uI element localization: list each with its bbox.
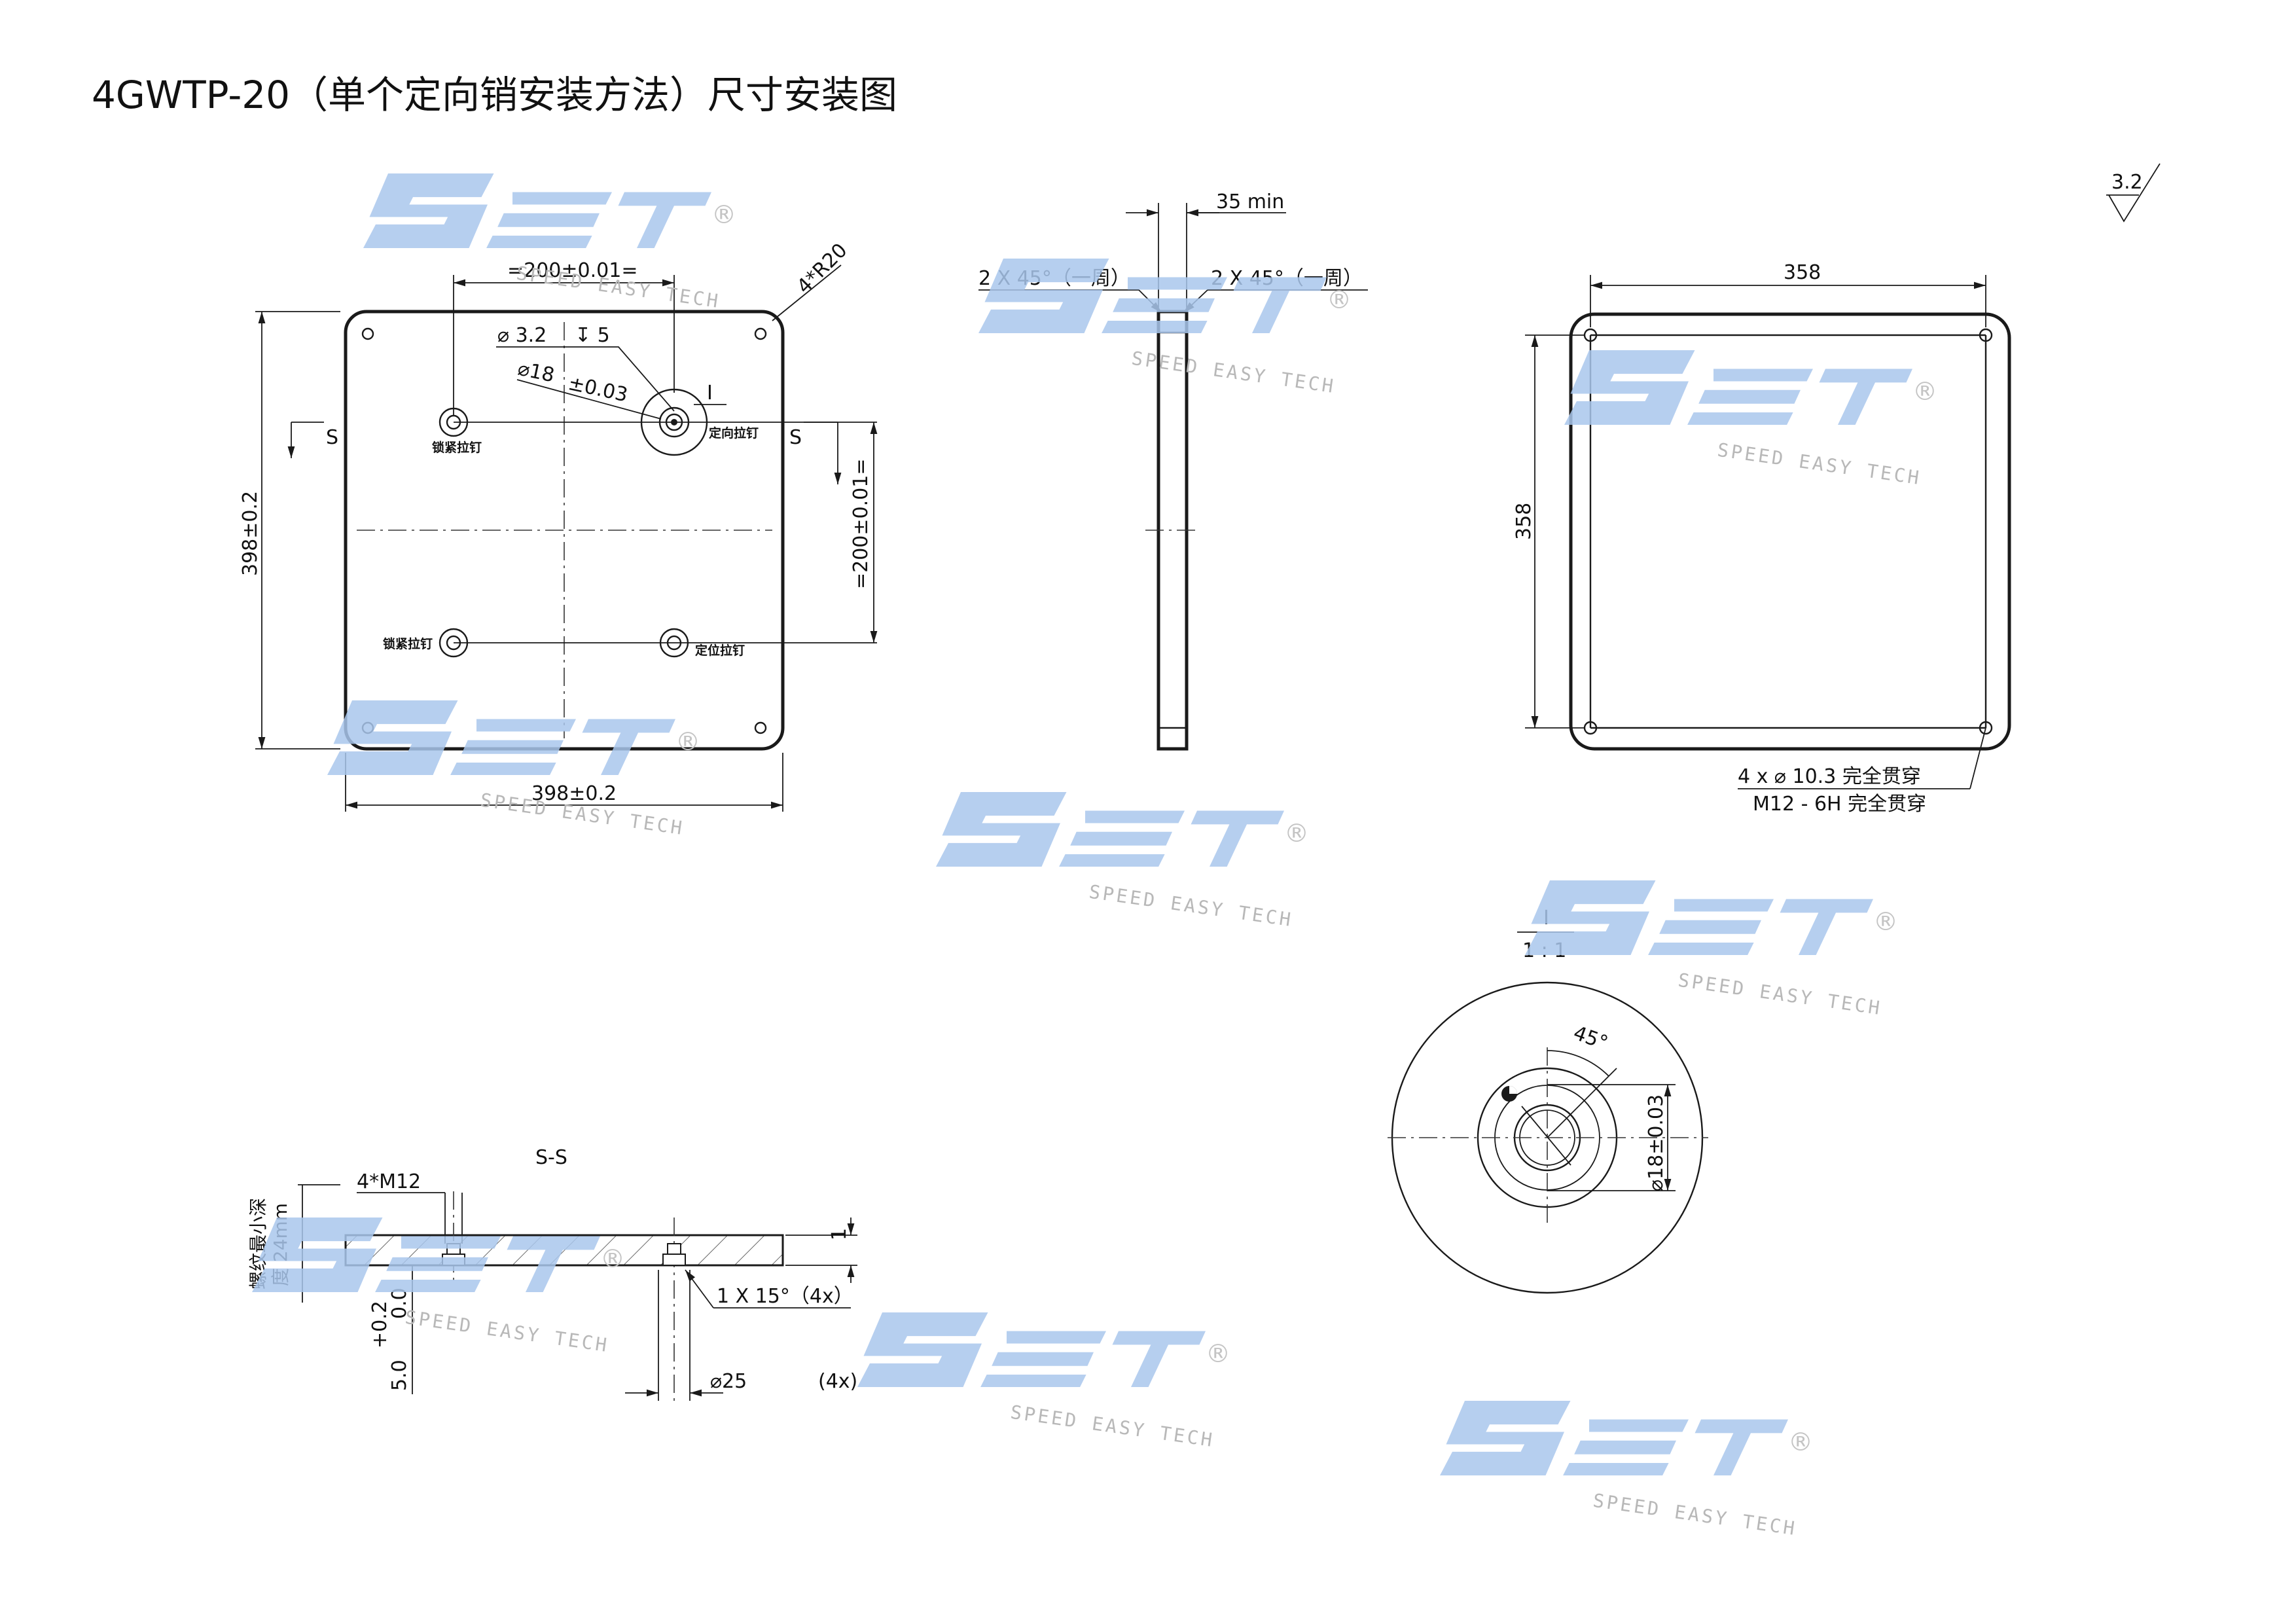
watermark-text: SPEED EASY TECH [1716, 439, 1923, 489]
watermark-reg: ® [675, 727, 700, 756]
watermark-text: SPEED EASY TECH [1009, 1401, 1216, 1451]
watermark-text: SPEED EASY TECH [1130, 348, 1337, 397]
front-spacing-y: =200±0.01= [850, 459, 872, 589]
front-width: 398±0.2 [531, 782, 617, 805]
thread-size: 4*M12 [357, 1170, 421, 1193]
section-chamfer: 1 X 15°（4x） [717, 1285, 853, 1308]
watermark-reg: ® [1284, 819, 1309, 848]
watermark-reg: ® [711, 200, 736, 229]
counterbore-dia: ⌀25 [710, 1370, 747, 1393]
min-thickness: 35 min [1216, 190, 1284, 213]
watermark-9: SPEED EASY TECH ® [1440, 1401, 1813, 1540]
watermark-8: SPEED EASY TECH ® [857, 1312, 1230, 1451]
watermark-2: SPEED EASY TECH ® [978, 259, 1352, 397]
watermark-text: SPEED EASY TECH [1592, 1490, 1799, 1540]
front-plate-outline [344, 310, 785, 751]
front-spacing-x: =200±0.01= [507, 259, 637, 282]
watermark-1: SPEED EASY TECH ® [363, 173, 736, 312]
watermark-6: SPEED EASY TECH ® [1525, 880, 1898, 1019]
detail-mark: I [707, 382, 713, 405]
watermark-text: SPEED EASY TECH [404, 1307, 611, 1356]
counterbore-count: (4x) [818, 1370, 857, 1393]
lock-pin-label-top: 锁紧拉钉 [432, 440, 482, 455]
detail-angle: 45° [1570, 1022, 1611, 1055]
section-mark-left: S [326, 426, 338, 449]
hole-note-1: 4 x ⌀ 10.3 完全贯穿 [1738, 765, 1921, 788]
drawing-title: 4GWTP-20（单个定向销安装方法）尺寸安装图 [92, 73, 897, 117]
watermark-4: SPEED EASY TECH ® [327, 700, 700, 839]
depth-value: 5.0 [388, 1360, 411, 1391]
pin-hole-dia: ⌀ 3.2 [497, 324, 547, 347]
back-plate-outline [1569, 312, 2011, 751]
front-height: 398±0.2 [239, 491, 262, 576]
watermark-reg: ® [1873, 907, 1898, 936]
tol-upper: +0.2 [368, 1301, 391, 1348]
watermark-text: SPEED EASY TECH [1677, 969, 1884, 1019]
roughness-value: 3.2 [2111, 171, 2143, 194]
orient-pin-label: 定向拉钉 [709, 425, 759, 441]
corner-radius: 4*R20 [793, 239, 852, 298]
watermark-reg: ® [1327, 285, 1352, 314]
back-spacing-x: 358 [1784, 261, 1821, 284]
watermark-reg: ® [600, 1244, 625, 1273]
bore-dia: ⌀18 [516, 357, 556, 388]
roughness-symbol: 3.2 [2106, 163, 2161, 223]
watermark-reg: ® [1788, 1428, 1813, 1456]
watermark-reg: ® [1206, 1339, 1230, 1368]
pin-hole-depth: ↧ 5 [575, 324, 610, 347]
watermark-3: SPEED EASY TECH ® [1564, 350, 1937, 489]
back-spacing-y: 358 [1513, 503, 1535, 540]
watermark-7: SPEED EASY TECH ® [252, 1218, 625, 1356]
watermark-5: SPEED EASY TECH ® [936, 792, 1309, 931]
back-view: 358 358 4 x ⌀ 10.3 完全贯穿 M12 - 6H 完全贯穿 [1513, 261, 2011, 816]
lock-pin-label-bottom: 锁紧拉钉 [383, 636, 433, 651]
watermark-text: SPEED EASY TECH [1088, 881, 1295, 931]
section-title: S-S [535, 1146, 567, 1169]
tol-lower: 0.0 [388, 1288, 411, 1319]
detail-view: I 1 : 1 45° ⌀18±0.03 [1388, 907, 1708, 1294]
section-mark-right: S [789, 426, 802, 449]
detail-bore: ⌀18±0.03 [1645, 1094, 1668, 1191]
locate-pin-label: 定位拉钉 [695, 643, 745, 658]
step-value: 1 [828, 1228, 851, 1240]
hole-note-2: M12 - 6H 完全贯穿 [1753, 793, 1926, 816]
watermark-reg: ® [1912, 377, 1937, 406]
